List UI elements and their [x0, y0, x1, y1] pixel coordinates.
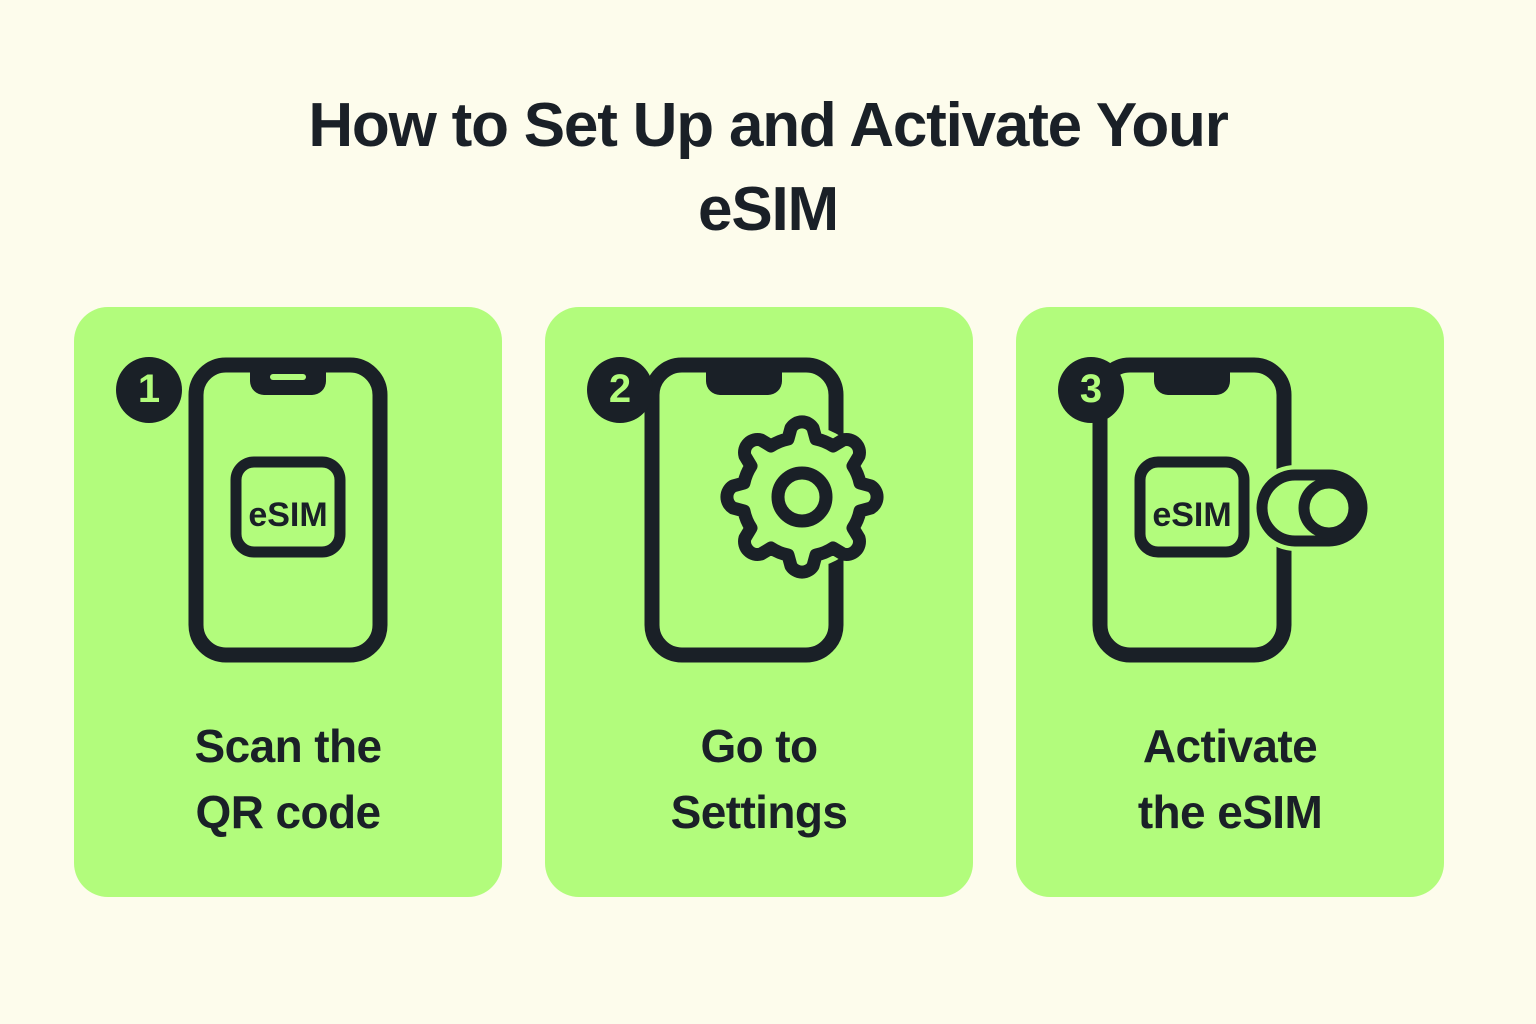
step-number-label-3: 3: [1079, 367, 1103, 411]
phone-gear-icon: [644, 357, 884, 663]
step-card-1[interactable]: 1 eSIM Scan the QR code: [74, 307, 502, 897]
phone-esim-toggle-icon: eSIM: [1092, 357, 1368, 663]
step-card-3[interactable]: 3 eSIM: [1016, 307, 1444, 897]
step-number-badge-3: 3: [1058, 357, 1124, 423]
step-number-label-2: 2: [608, 367, 632, 411]
toggle-switch-icon[interactable]: [1256, 469, 1368, 547]
step-icon-1: eSIM: [74, 357, 502, 677]
phone-outline-2: [644, 357, 844, 663]
step-icon-3: eSIM: [1016, 357, 1444, 677]
step-caption-2-line-1: Go to: [700, 720, 818, 772]
step-number-badge-1: 1: [116, 357, 182, 423]
step-caption-1-line-1: Scan the: [194, 720, 383, 772]
esim-screen-label-1: eSIM: [248, 496, 327, 534]
page-title-line-1: How to Set Up and Activate Your: [308, 91, 1229, 160]
gear-glyph: [720, 415, 884, 579]
step-caption-1: Scan the QR code: [74, 713, 502, 845]
steps-row: 1 eSIM Scan the QR code: [74, 307, 1444, 897]
step-caption-3-line-1: Activate: [1142, 720, 1318, 772]
esim-screen-label-3: eSIM: [1152, 496, 1231, 534]
page-title-line-2: eSIM: [698, 175, 839, 244]
step-number-label-1: 1: [137, 367, 161, 411]
step-caption-3: Activate the eSIM: [1016, 713, 1444, 845]
step-number-badge-2: 2: [587, 357, 653, 423]
step-caption-1-line-2: QR code: [195, 786, 382, 838]
page-title: How to Set Up and Activate Your eSIM: [0, 84, 1536, 252]
phone-esim-icon: eSIM: [188, 357, 388, 663]
step-caption-2: Go to Settings: [545, 713, 973, 845]
step-icon-2: [545, 357, 973, 677]
step-card-2[interactable]: 2: [545, 307, 973, 897]
step-caption-2-line-2: Settings: [670, 786, 848, 838]
phone-outline-3: [1092, 357, 1292, 663]
step-caption-3-line-2: the eSIM: [1137, 786, 1323, 838]
